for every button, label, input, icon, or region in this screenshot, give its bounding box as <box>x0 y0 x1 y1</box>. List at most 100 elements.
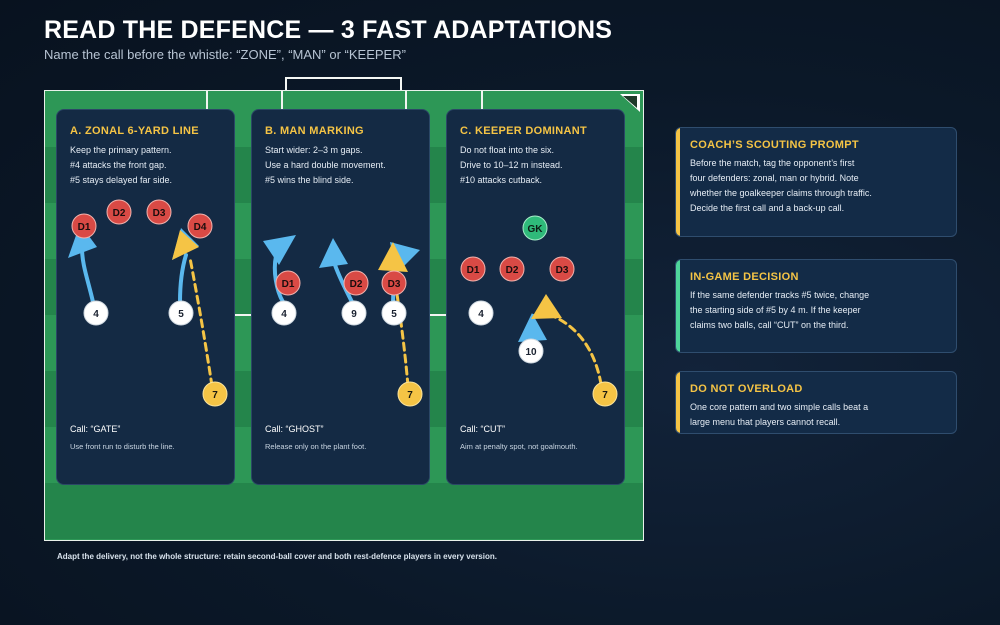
card-line: If the same defender tracks #5 twice, ch… <box>690 290 870 300</box>
panel-line: Do not float into the six. <box>460 145 555 155</box>
delivery-arrow <box>553 315 603 386</box>
attacker-label: 9 <box>351 309 357 320</box>
card-line: whether the goalkeeper claims through tr… <box>690 188 872 198</box>
defender-label: D2 <box>113 208 126 219</box>
panel-instructions: Do not float into the six. Drive to 10–1… <box>460 143 563 188</box>
card-title: IN-GAME DECISION <box>690 271 799 283</box>
card-body: One core pattern and two simple calls be… <box>690 400 868 430</box>
card-in-game-decision: IN-GAME DECISION If the same defender tr… <box>675 259 957 353</box>
footnote: Adapt the delivery, not the whole struct… <box>57 552 497 561</box>
attacker-token: 10 <box>518 338 544 364</box>
defender-label: D1 <box>467 265 480 276</box>
arrow-head <box>518 313 547 342</box>
panel-instructions: Keep the primary pattern. #4 attacks the… <box>70 143 172 188</box>
panel-line: #10 attacks cutback. <box>460 175 543 185</box>
attacker-label: 4 <box>93 309 99 320</box>
run-arrow-4 <box>272 254 285 304</box>
panel-note: Use front run to disturb the line. <box>70 442 175 451</box>
goal-frame <box>285 77 402 92</box>
defender-label: D1 <box>78 222 91 233</box>
page-title: READ THE DEFENCE — 3 FAST ADAPTATIONS <box>44 16 613 44</box>
arrow-head <box>263 235 296 265</box>
defender-token: D3 <box>146 199 172 225</box>
delivery-arrow-head <box>531 294 562 319</box>
panel-call: Call: “GATE” <box>70 424 121 434</box>
attacker-token: 4 <box>271 300 297 326</box>
attacker-label: 4 <box>478 309 484 320</box>
defender-token: D1 <box>71 213 97 239</box>
card-scouting-prompt: COACH’S SCOUTING PROMPT Before the match… <box>675 127 957 237</box>
card-body: Before the match, tag the opponent’s fir… <box>690 156 872 216</box>
taker-label: 7 <box>407 390 413 401</box>
page-subtitle: Name the call before the whistle: “ZONE”… <box>44 47 406 62</box>
card-accent-bar <box>676 260 680 352</box>
attacker-label: 5 <box>391 309 397 320</box>
defender-token: D2 <box>106 199 132 225</box>
taker-label: 7 <box>602 390 608 401</box>
panel-line: Use a hard double movement. <box>265 160 386 170</box>
taker-token: 7 <box>592 381 618 407</box>
panel-title: C. KEEPER DOMINANT <box>460 125 588 137</box>
defender-label: D2 <box>350 279 363 290</box>
card-line: the starting side of #5 by 4 m. If the k… <box>690 305 861 315</box>
delivery-arrow-head <box>378 242 408 272</box>
attacker-token: 5 <box>381 300 407 326</box>
card-accent-bar <box>676 128 680 236</box>
card-line: claims two balls, call “CUT” on the thir… <box>690 320 849 330</box>
defender-label: D3 <box>388 279 401 290</box>
panel-line: #5 wins the blind side. <box>265 175 354 185</box>
attacker-label: 5 <box>178 309 184 320</box>
run-arrow-5 <box>178 253 188 304</box>
attacker-label: 4 <box>281 309 287 320</box>
card-body: If the same defender tracks #5 twice, ch… <box>690 288 869 333</box>
penalty-box-edge-right <box>430 314 448 316</box>
defender-token: D4 <box>187 213 213 239</box>
panel-title: B. MAN MARKING <box>265 125 364 137</box>
defender-label: D3 <box>153 208 166 219</box>
keeper-label: GK <box>528 224 544 235</box>
defender-token: D2 <box>343 270 369 296</box>
corner-flag-icon <box>620 94 640 112</box>
panel-line: Start wider: 2–3 m gaps. <box>265 145 363 155</box>
taker-token: 7 <box>202 381 228 407</box>
card-accent-bar <box>676 372 680 433</box>
card-line: Decide the first call and a back-up call… <box>690 203 845 213</box>
attacker-token: 4 <box>83 300 109 326</box>
delivery-arrow <box>188 256 214 388</box>
card-line: four defenders: zonal, man or hybrid. No… <box>690 173 859 183</box>
six-yard-right-line <box>405 91 407 109</box>
panel-line: #4 attacks the front gap. <box>70 160 167 170</box>
defender-token: D2 <box>499 256 525 282</box>
arrow-head <box>319 238 348 268</box>
defender-label: D2 <box>506 265 519 276</box>
card-line: large menu that players cannot recall. <box>690 417 841 427</box>
panel-line: Keep the primary pattern. <box>70 145 172 155</box>
panel-line: #5 stays delayed far side. <box>70 175 173 185</box>
card-line: Before the match, tag the opponent’s fir… <box>690 158 855 168</box>
panel-instructions: Start wider: 2–3 m gaps. Use a hard doub… <box>265 143 386 188</box>
penalty-box-edge-left <box>235 314 255 316</box>
panel-note: Release only on the plant foot. <box>265 442 367 451</box>
delivery-arrow-head <box>172 230 199 260</box>
panel-zonal: A. ZONAL 6-YARD LINE Keep the primary pa… <box>56 109 235 485</box>
panel-keeper-dominant: C. KEEPER DOMINANT Do not float into the… <box>446 109 625 485</box>
attacker-token: 9 <box>341 300 367 326</box>
attacker-label: 10 <box>525 347 537 358</box>
defender-token: D3 <box>549 256 575 282</box>
panel-title: A. ZONAL 6-YARD LINE <box>70 125 199 137</box>
card-do-not-overload: DO NOT OVERLOAD One core pattern and two… <box>675 371 957 434</box>
panel-note: Aim at penalty spot, not goalmouth. <box>460 442 578 451</box>
defender-label: D4 <box>194 222 207 233</box>
six-yard-left-line <box>281 91 283 109</box>
card-title: COACH’S SCOUTING PROMPT <box>690 139 859 151</box>
defender-token: D3 <box>381 270 407 296</box>
defender-token: D1 <box>460 256 486 282</box>
attacker-token: 4 <box>468 300 494 326</box>
arrow-head <box>68 224 97 258</box>
attacker-token: 5 <box>168 300 194 326</box>
panel-line: Drive to 10–12 m instead. <box>460 160 563 170</box>
defender-label: D3 <box>556 265 569 276</box>
penalty-box-right-line <box>481 91 483 109</box>
panel-call: Call: “GHOST” <box>265 424 324 434</box>
